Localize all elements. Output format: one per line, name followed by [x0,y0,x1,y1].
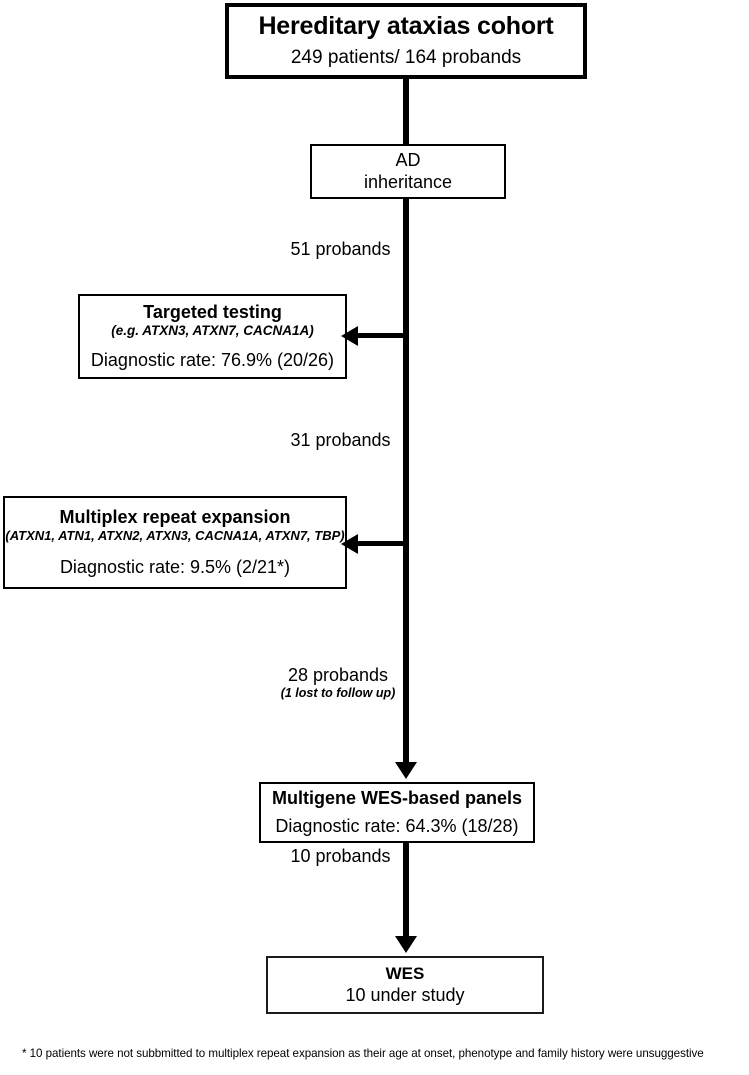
edge-label-28-count: 28 probands [287,665,389,685]
arrowhead-left-to-targeted-testing-icon [341,326,358,346]
edge-label-10-probands: 10 probands [283,846,398,867]
arrowhead-down-to-wes-icon [395,936,417,953]
edge-label-31-count: 31 probands [290,430,391,450]
node-cohort-detail: 249 patients/ 164 probands [290,47,522,69]
node-panels-detail: Diagnostic rate: 64.3% (18/28) [275,815,519,836]
node-multigene-wes-based-panels: Multigene WES-based panels Diagnostic ra… [259,782,535,843]
node-targeted-genes: (e.g. ATXN3, ATXN7, CACNA1A) [111,323,314,339]
node-ad-line1: AD [395,149,421,170]
node-wes: WES 10 under study [266,956,544,1014]
node-panels-title: Multigene WES-based panels [271,787,523,808]
edge-label-51-count: 51 probands [290,239,391,259]
node-cohort-title: Hereditary ataxias cohort [258,12,554,41]
connector-main-spine [403,198,409,763]
node-multiplex-genes: (ATXN1, ATN1, ATXN2, ATXN3, CACNA1A, ATX… [5,527,345,543]
edge-label-28-probands: 28 probands (1 lost to follow up) [278,665,398,701]
node-targeted-title: Targeted testing [143,301,282,322]
connector-panels-to-wes [403,843,409,937]
footnote-text: * 10 patients were not subbmitted to mul… [22,1047,704,1060]
arrowhead-down-to-panels-icon [395,762,417,779]
edge-label-28-note: (1 lost to follow up) [280,685,396,700]
node-targeted-testing: Targeted testing (e.g. ATXN3, ATXN7, CAC… [78,294,347,379]
node-ad-inheritance: AD inheritance [310,144,506,199]
connector-cohort-to-ad [403,79,409,145]
node-ad-line2: inheritance [363,171,453,192]
connector-branch-to-multiplex [356,541,406,546]
edge-label-31-probands: 31 probands [283,430,398,451]
node-targeted-detail: Diagnostic rate: 76.9% (20/26) [90,349,335,370]
edge-label-51-probands: 51 probands [283,239,398,260]
node-multiplex-title: Multiplex repeat expansion [59,506,291,527]
arrowhead-left-to-multiplex-icon [341,534,358,554]
node-wes-title: WES [385,963,425,983]
node-multiplex-detail: Diagnostic rate: 9.5% (2/21*) [59,556,291,577]
edge-label-10-count: 10 probands [290,846,391,866]
node-hereditary-ataxias-cohort: Hereditary ataxias cohort 249 patients/ … [225,3,587,79]
connector-branch-to-targeted-testing [356,333,406,338]
node-multiplex-repeat-expansion: Multiplex repeat expansion (ATXN1, ATN1,… [3,496,347,589]
node-wes-detail: 10 under study [345,984,465,1005]
